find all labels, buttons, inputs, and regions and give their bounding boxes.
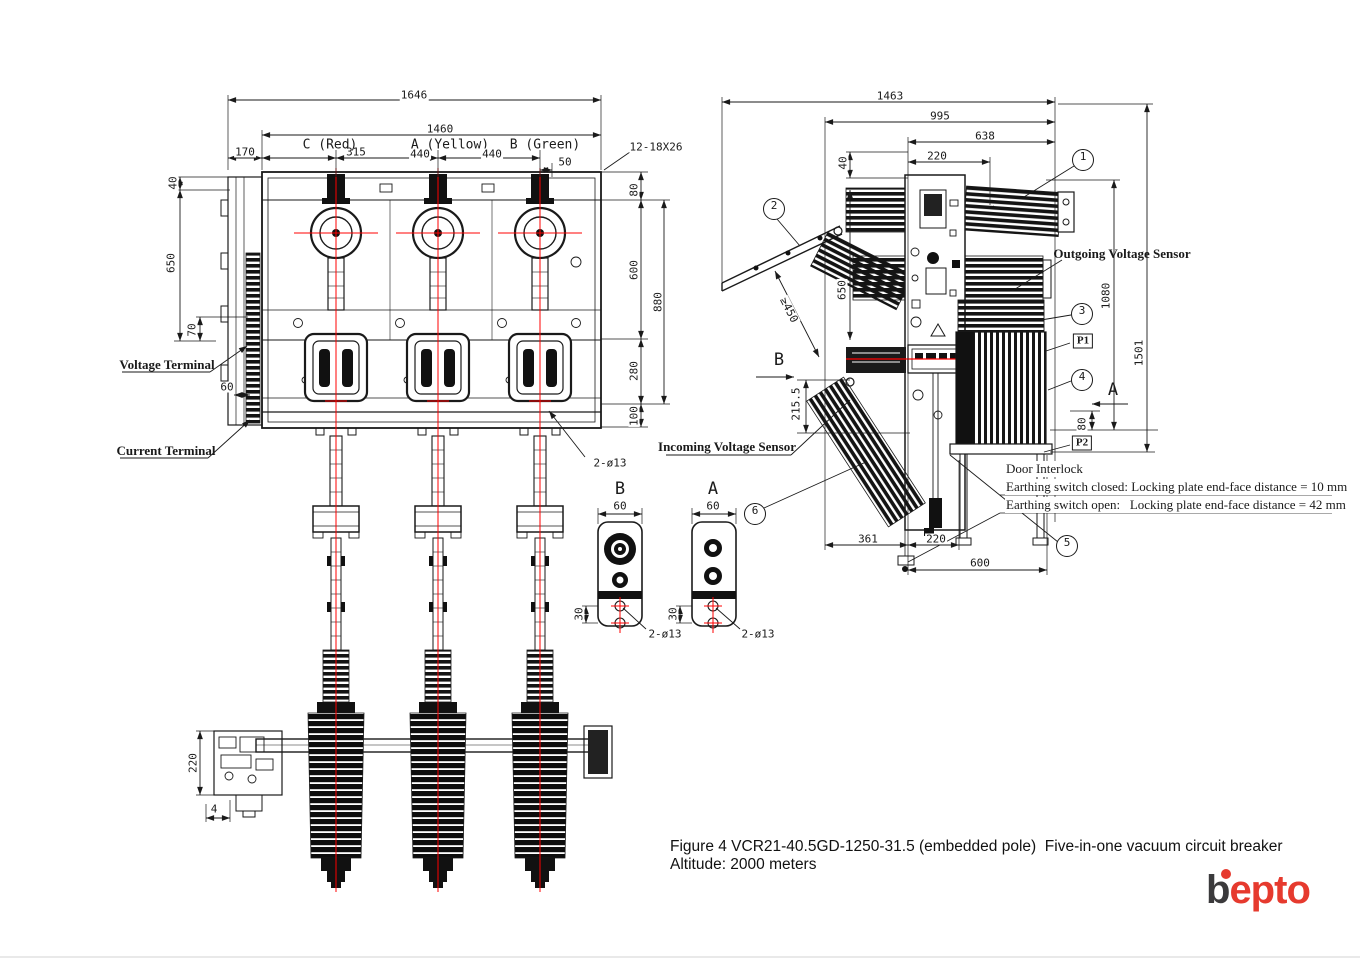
figure-altitude-note: Altitude: 2000 meters <box>670 856 817 873</box>
dim-1463: 1463 <box>875 89 905 103</box>
current-terminal-label: Current Terminal <box>116 443 216 458</box>
dim-650-front: 650 <box>164 252 178 274</box>
dim-600-side: 600 <box>969 556 991 570</box>
door-interlock-title: Door Interlock <box>1005 461 1084 477</box>
dim-361: 361 <box>857 532 879 546</box>
p1-marker: P1 <box>1072 333 1094 349</box>
balloon-5: 5 <box>1056 535 1078 557</box>
detail-view-b-drawing <box>582 508 647 633</box>
detail-b-title: B <box>614 479 626 499</box>
balloon-1: 1 <box>1072 149 1094 171</box>
bottom-divider <box>0 956 1360 958</box>
detail-a-pitch: 30 <box>666 606 680 622</box>
detail-a-title: A <box>707 479 719 499</box>
door-interlock-open-note: Earthing switch open: Locking plate end-… <box>1005 497 1347 513</box>
outgoing-voltage-sensor-label: Outgoing Voltage Sensor <box>1053 246 1191 261</box>
section-b-marker: B <box>773 350 785 370</box>
dim-1080: 1080 <box>1099 281 1113 311</box>
dim-280: 280 <box>627 360 641 382</box>
dim-170: 170 <box>234 145 256 159</box>
dim-60: 60 <box>219 380 235 394</box>
dim-80-front: 80 <box>627 182 641 198</box>
dim-880: 880 <box>651 291 665 313</box>
phase-label-a: A (Yellow) <box>410 137 490 153</box>
dim-215-5: 215.5 <box>789 386 803 422</box>
dim-inner-width: 1460 <box>425 122 455 136</box>
dim-440-ab: 440 <box>481 147 503 161</box>
dim-100: 100 <box>627 405 641 427</box>
hole-callout-front: 2-ø13 <box>592 456 628 470</box>
dim-600-front: 600 <box>627 259 641 281</box>
voltage-terminal-label: Voltage Terminal <box>119 357 215 372</box>
dim-650-side: 650 <box>835 279 849 301</box>
dim-50: 50 <box>557 155 573 169</box>
dim-315: 315 <box>345 145 367 159</box>
dim-40-front: 40 <box>166 175 180 191</box>
detail-b-width: 60 <box>612 499 628 513</box>
bepto-logo: bepto <box>1206 868 1326 918</box>
balloon-4: 4 <box>1071 369 1093 391</box>
logo-text-rest: epto <box>1229 868 1310 912</box>
balloon-3: 3 <box>1071 303 1093 325</box>
dim-80-side: 80 <box>1075 416 1089 432</box>
detail-b-pitch: 30 <box>572 606 586 622</box>
dim-440-ca: 440 <box>409 147 431 161</box>
detail-a-width: 60 <box>705 499 721 513</box>
dim-220-front: 220 <box>186 752 200 774</box>
detail-view-a-drawing <box>676 508 741 633</box>
logo-dot-icon <box>1221 869 1231 879</box>
phase-label-b: B (Green) <box>509 137 581 153</box>
side-view-drawing <box>721 174 1075 572</box>
dim-total-width: 1646 <box>399 88 429 102</box>
incoming-voltage-sensor-label: Incoming Voltage Sensor <box>658 439 796 454</box>
balloon-6: 6 <box>744 503 766 525</box>
detail-b-hole-callout: 2-ø13 <box>647 627 683 641</box>
p2-marker: P2 <box>1071 435 1093 451</box>
door-interlock-closed-note: Earthing switch closed: Locking plate en… <box>1005 479 1349 495</box>
slot-callout: 12-18X26 <box>628 140 684 154</box>
detail-a-hole-callout: 2-ø13 <box>740 627 776 641</box>
dim-70: 70 <box>185 322 199 338</box>
dim-1501: 1501 <box>1132 338 1146 368</box>
side-view-dimensions <box>666 97 1332 575</box>
dim-220-side-bottom: 220 <box>925 532 947 546</box>
phase-label-c: C (Red) <box>302 137 358 153</box>
dim-220-side-top: 220 <box>926 149 948 163</box>
balloon-2: 2 <box>763 198 785 220</box>
dim-638: 638 <box>974 129 996 143</box>
figure-caption: Figure 4 VCR21-40.5GD-1250-31.5 (embedde… <box>670 838 1283 855</box>
dim-4: 4 <box>209 802 219 816</box>
dim-995: 995 <box>929 109 951 123</box>
dim-40-side: 40 <box>836 155 850 171</box>
section-a-marker: A <box>1107 380 1119 400</box>
